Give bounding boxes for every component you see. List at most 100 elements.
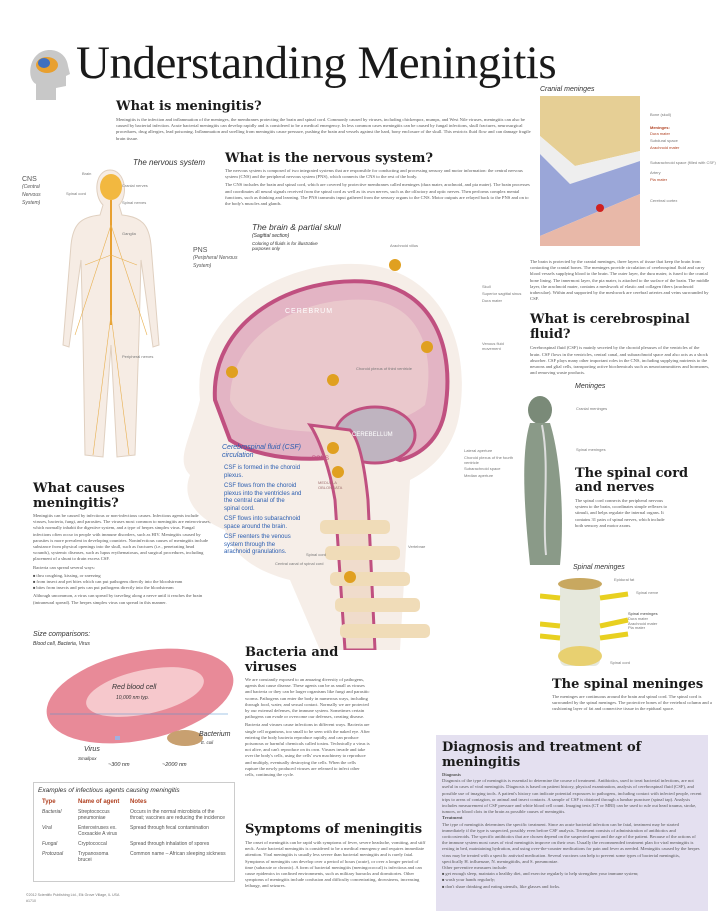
label-choroid-third: Choroid plexus of third ventricle <box>356 366 413 371</box>
header-name: Name of agent <box>78 799 120 805</box>
virus-size: ~300 nm <box>108 762 130 768</box>
header-notes: Notes <box>130 799 147 805</box>
cell-type: Viral <box>42 825 52 831</box>
copyright: ©2012 Scientific Publishing Ltd., Elk Gr… <box>26 893 120 897</box>
cns-label: CNS(Central Nervous System) <box>22 176 58 207</box>
label-subarachnoid: Subarachnoid space (filled with CSF) <box>650 159 716 165</box>
size-title: Size comparisons: <box>33 631 91 638</box>
virus-sub: Smallpox <box>78 756 97 761</box>
csf-circulation-title: Cerebrospinal fluid (CSF) circulation <box>222 444 301 459</box>
cell-type: Bacterial <box>42 809 62 815</box>
page-title: Understanding Meningitis <box>76 37 557 89</box>
body-silhouette-figure <box>524 396 562 565</box>
bacteria-section: Bacteria and viruses We are constantly e… <box>245 645 370 778</box>
label-spinal-pia: Pia mater <box>628 625 646 631</box>
label-peripheral-nerves: Peripheral nerves <box>122 354 154 359</box>
label-bone: Bone (skull) <box>650 112 672 117</box>
header-type: Type <box>42 799 56 805</box>
red-blood-cell-illustration <box>46 648 234 746</box>
label-cortex: Cerebral cortex <box>650 197 678 203</box>
cranial-meninges-body: The brain is protected by the cranial me… <box>530 259 710 302</box>
region-cerebrum: CEREBRUM <box>285 308 334 315</box>
pns-full: (Peripheral Nervous System) <box>193 255 238 269</box>
csf-step-4: CSF reenters the venous system through t… <box>224 534 291 555</box>
pns-label: PNS(Peripheral Nervous System) <box>193 247 243 270</box>
spinal-meninges-section: The spinal meninges The meninges are con… <box>552 677 712 713</box>
cell-notes: Spread through inhalation of spores <box>130 841 210 847</box>
cell-agent: Enteroviruses ex. Coxsackie A virus <box>78 825 118 837</box>
table-row: Fungal Cryptococcal Spread through inhalat… <box>38 839 230 849</box>
table-row: Bacterial Streptococcus pneumoniae Occurs … <box>38 807 230 823</box>
brain-note: Coloring of fluids is for illustrative p… <box>252 241 318 251</box>
label-subdural: Subdural space <box>650 138 678 144</box>
label-spinal-nerve: Spinal nerve <box>636 590 659 595</box>
label-choroid-fourth: Choroid plexus of the fourth ventricle <box>464 454 514 465</box>
cns-full: (Central Nervous System) <box>22 184 41 206</box>
infectious-agents-table: Type Name of agent Notes Bacterial Streptoc… <box>38 797 230 865</box>
prevent-item: wash your hands regularly; <box>442 877 702 883</box>
size-subtitle: Blood cell, Bacteria, Virus <box>33 641 90 647</box>
cell-agent: Cryptococcal <box>78 841 107 847</box>
region-pons: PONS <box>312 456 330 462</box>
label-arachnoid-villus: Arachnoid villus <box>390 243 419 248</box>
cell-type: Fungal <box>42 841 58 847</box>
label-arachnoid: Arachnoid mater <box>650 144 680 150</box>
label-skull: Skull <box>482 284 491 289</box>
prevent-intro: Other preventive measures include: <box>442 865 508 871</box>
rbc-label: Red blood cell <box>112 684 157 691</box>
cell-notes: Occurs in the normal microbiota of the t… <box>130 809 226 821</box>
label-brain: Brain <box>82 171 92 176</box>
causes-body-2: Although uncommon, a virus can spread by… <box>33 593 203 605</box>
label-ganglia: Ganglia <box>122 231 136 236</box>
nervous-system-title: The nervous system <box>133 158 206 167</box>
label-dura: Dura mater <box>650 131 671 137</box>
symptoms-body: The onset of meningitis can be rapid wit… <box>245 840 426 889</box>
symptoms-section: Symptoms of meningitis The onset of meni… <box>245 822 427 890</box>
prevent-item: get enough sleep, maintain a healthy die… <box>442 871 702 877</box>
diagnosis-heading: Diagnosis and treatment of meningitis <box>442 740 642 770</box>
label-spinal-cord: Spinal cord <box>66 191 87 196</box>
brain-section-illustration <box>183 259 462 650</box>
label-subarachnoid-space: Subarachnoid space <box>464 466 501 472</box>
nervous-system-figure <box>62 169 160 458</box>
spread-item: thru coughing, kissing, or sneezing <box>33 573 211 579</box>
cell-type: Protozoal <box>42 851 64 857</box>
prevent-list: get enough sleep, maintain a healthy die… <box>442 871 702 890</box>
bacteria-heading: Bacteria and viruses <box>245 645 339 675</box>
label-spinal-cord-cross: Spinal cord <box>610 660 631 665</box>
bacterium-sub: E. coli <box>201 740 214 745</box>
label-spinal-meninges-group: Spinal meninges <box>628 611 658 616</box>
spinal-meninges-title: Spinal meninges <box>573 564 625 571</box>
label-median-aperture: Median aperture <box>464 473 494 479</box>
csf-body: Cerebrospinal fluid (CSF) is mainly secr… <box>530 345 710 376</box>
label-dura-mater: Dura mater <box>482 297 503 303</box>
spinal-cord-body: The spinal cord connects the peripheral … <box>575 498 668 528</box>
label-central-canal: Central canal of spinal cord <box>275 561 324 566</box>
brain-lower-labels: Lateral aperture Choroid plexus of the f… <box>464 448 526 479</box>
spread-item: from insect and pet bites which can put … <box>33 579 211 585</box>
product-code: #1710 <box>26 899 36 903</box>
table-header-row: Type Name of agent Notes <box>38 797 230 807</box>
label-cranial-meninges: Cranial meninges <box>576 406 608 411</box>
rbc-size: 10,000 nm typ. <box>116 695 150 701</box>
label-spinal-arachnoid: Arachnoid mater <box>628 620 658 626</box>
causes-heading: What causes meningitis? <box>33 481 125 511</box>
label-meninges: Meninges: <box>650 124 670 130</box>
brain-subtitle: (Sagittal section) <box>252 233 290 239</box>
cell-agent: Streptococcus pneumoniae <box>78 809 110 821</box>
region-medulla: MEDULLA OBLONGATA <box>318 480 343 490</box>
pns-abbr: PNS <box>193 247 208 254</box>
diagnosis-body: Diagnosis of the type of meningitis is e… <box>442 778 702 815</box>
label-sagittal-sinus: Superior sagittal sinus <box>482 290 522 296</box>
diagnosis-label: Diagnosis <box>442 772 461 777</box>
spinal-meninges-illustration <box>540 578 629 666</box>
bacteria-body: We are constantly exposed to an amazing … <box>245 677 370 720</box>
causes-section: What causes meningitis? Meningitis can b… <box>33 481 211 606</box>
meningitis-heading: What is meningitis? <box>116 99 262 114</box>
cell-agent: Trypanosoma brucei <box>78 851 109 863</box>
spinal-cord-section: The spinal cord and nerves The spinal co… <box>575 467 715 529</box>
spinal-meninges-labels: Spinal meninges Dura mater Arachnoid mat… <box>628 611 658 631</box>
bacteria-body-2: Bacteria and viruses cause infections in… <box>245 722 370 778</box>
label-spinal-dura: Dura mater <box>628 615 649 621</box>
